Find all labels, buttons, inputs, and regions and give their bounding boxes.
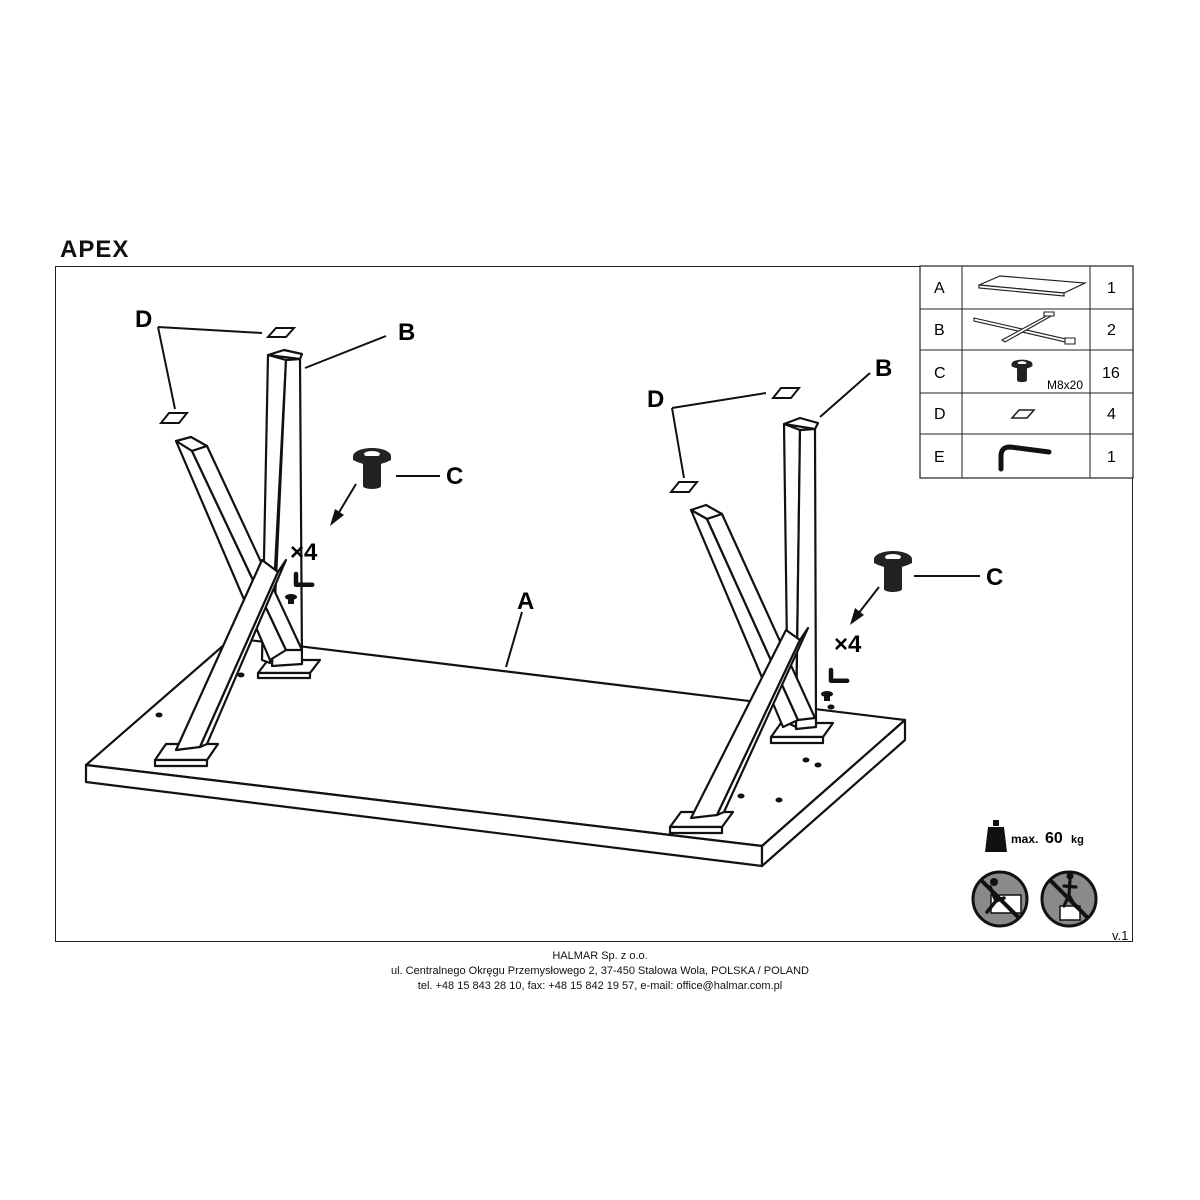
- label-c-right: C: [986, 564, 1003, 591]
- leg-frame-thumbnail: [973, 311, 1076, 345]
- label-a: A: [517, 588, 534, 615]
- part-qty-e: 1: [1107, 449, 1116, 466]
- label-d-left: D: [135, 306, 152, 333]
- no-standing-icon: [1040, 870, 1098, 928]
- leg-b-left: [153, 348, 322, 768]
- label-b-right: B: [875, 355, 892, 382]
- max-weight-value: 60: [1045, 830, 1063, 847]
- pad-thumbnail: [1010, 409, 1036, 419]
- pads-d: [158, 327, 802, 493]
- leader-lines: [157, 326, 980, 668]
- footer-company: HALMAR Sp. z o.o.: [552, 950, 648, 962]
- table-top-thumbnail: [978, 275, 1088, 297]
- no-sitting-icon: [971, 870, 1029, 928]
- bolt-c-left: [330, 448, 391, 526]
- part-letter-d: D: [934, 406, 946, 423]
- product-title: APEX: [60, 236, 130, 263]
- label-c-left: C: [446, 463, 463, 490]
- version-label: v.1: [1112, 928, 1129, 943]
- footer: HALMAR Sp. z o.o. ul. Centralnego Okręgu…: [0, 949, 1200, 994]
- weight-unit: kg: [1071, 834, 1084, 846]
- part-qty-a: 1: [1107, 280, 1116, 297]
- footer-contact: tel. +48 15 843 28 10, fax: +48 15 842 1…: [417, 980, 783, 992]
- part-qty-b: 2: [1107, 322, 1116, 339]
- part-qty-c: 16: [1102, 365, 1120, 382]
- weight-icon: [985, 820, 1007, 852]
- part-letter-a: A: [934, 280, 945, 297]
- bolt-c-right: [850, 551, 912, 625]
- label-d-right: D: [647, 386, 664, 413]
- part-letter-e: E: [934, 449, 945, 466]
- allen-key-thumbnail: [998, 444, 1052, 472]
- parts-table: A B C D E 1 2 16 4 1 M8x20: [919, 265, 1134, 479]
- part-qty-d: 4: [1107, 406, 1116, 423]
- leg-b-right: [668, 416, 835, 835]
- max-label: max.: [1011, 832, 1038, 846]
- table-top-a: [84, 636, 907, 868]
- footer-address: ul. Centralnego Okręgu Przemysłowego 2, …: [390, 965, 809, 977]
- mounting-holes: [155, 672, 835, 803]
- label-b-left: B: [398, 319, 415, 346]
- multiplier-right: ×4: [834, 631, 862, 658]
- multiplier-left: ×4: [290, 539, 318, 566]
- bolt-size: M8x20: [1047, 378, 1083, 392]
- part-letter-c: C: [934, 365, 946, 382]
- part-letter-b: B: [934, 322, 945, 339]
- drawing-frame: [55, 266, 1133, 942]
- allen-key-right: [821, 670, 847, 701]
